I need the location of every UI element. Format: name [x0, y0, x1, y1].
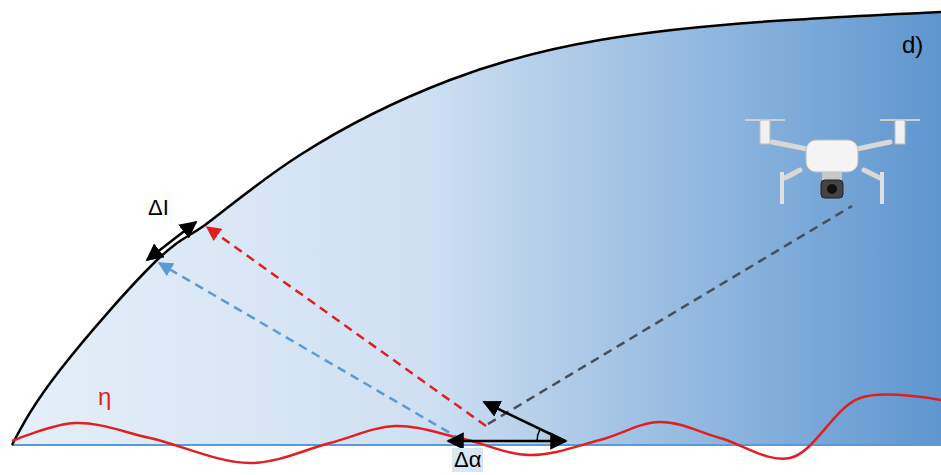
- horizontal-arrow: [448, 440, 566, 443]
- angle-label: Δα: [452, 448, 483, 472]
- displacement-arrow: [147, 222, 196, 260]
- sky-region: [12, 12, 941, 445]
- mean-level-line: [12, 444, 941, 446]
- displacement-label: ΔI: [148, 196, 169, 220]
- view-ray: [488, 206, 852, 424]
- reflected-ray-flat: [159, 263, 462, 440]
- panel-letter: d): [902, 32, 923, 58]
- reflected-ray-tilted: [207, 227, 486, 426]
- slope-arrow: [484, 402, 565, 441]
- wave-label: η: [98, 384, 111, 410]
- angle-arc: [537, 429, 540, 441]
- drone-icon: [745, 120, 920, 204]
- sky-dome: [12, 12, 941, 445]
